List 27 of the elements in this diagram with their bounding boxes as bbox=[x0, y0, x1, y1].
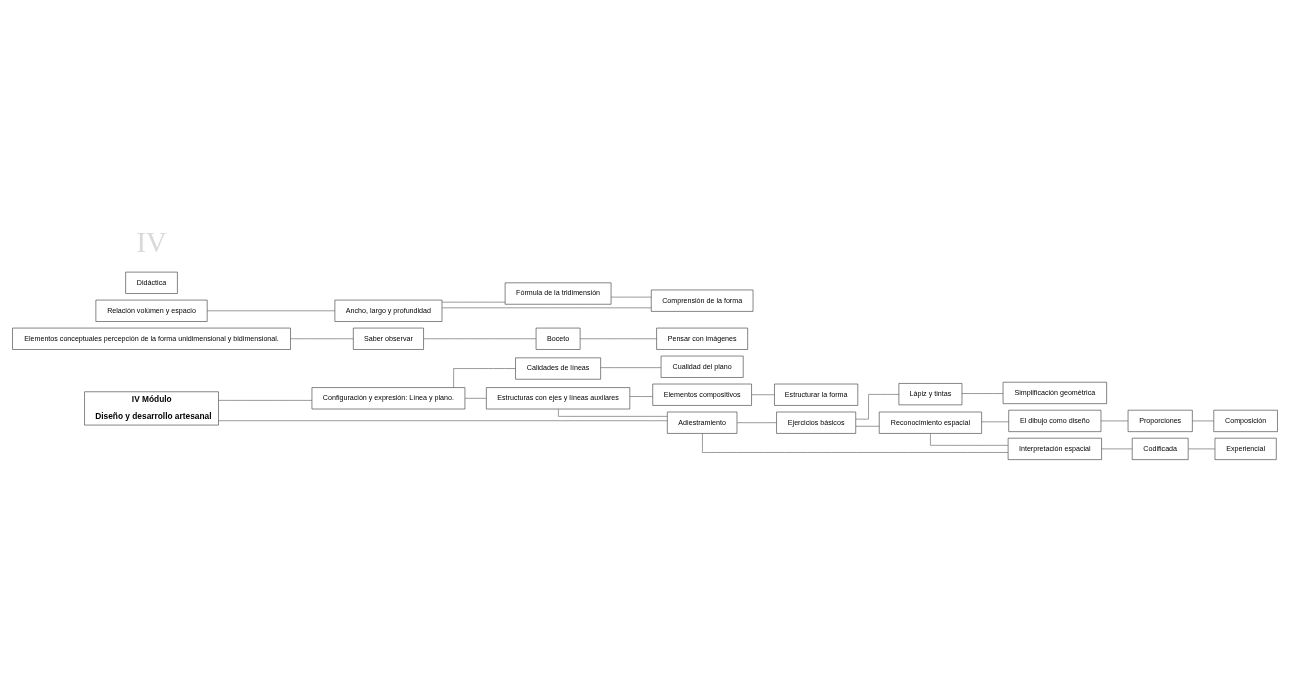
connector bbox=[206, 310, 336, 312]
node-box: IV Módulo Diseño y desarrollo artesanal bbox=[84, 391, 219, 426]
connector bbox=[453, 368, 516, 388]
connector bbox=[579, 338, 657, 340]
connector bbox=[702, 433, 1009, 453]
connector bbox=[610, 296, 652, 298]
connector bbox=[218, 420, 668, 422]
connector bbox=[423, 338, 537, 340]
connector bbox=[981, 421, 1009, 423]
connector bbox=[441, 301, 506, 303]
connector bbox=[629, 396, 653, 397]
connector bbox=[736, 422, 777, 423]
connector bbox=[930, 433, 1009, 446]
connector bbox=[961, 393, 1004, 394]
connector bbox=[1188, 448, 1216, 450]
connector bbox=[441, 307, 652, 309]
connector bbox=[218, 400, 313, 401]
connector bbox=[464, 398, 487, 399]
connector bbox=[1101, 448, 1133, 450]
connector bbox=[600, 367, 662, 368]
connector bbox=[1100, 420, 1129, 422]
connector bbox=[751, 394, 775, 396]
connector bbox=[290, 338, 354, 340]
connector bbox=[558, 408, 668, 417]
connector bbox=[855, 425, 880, 427]
connector bbox=[1192, 420, 1214, 422]
connector bbox=[855, 394, 900, 420]
